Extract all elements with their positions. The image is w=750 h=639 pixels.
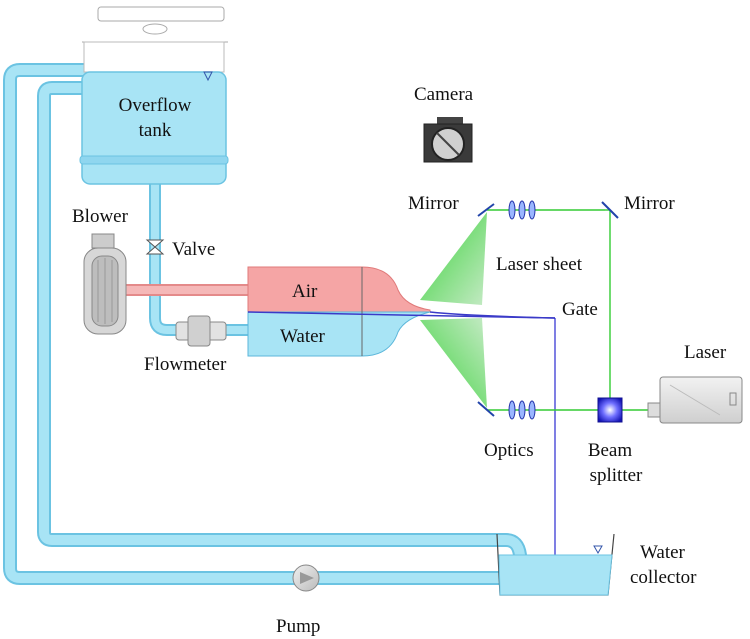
beam-splitter-icon (597, 397, 623, 423)
water-label: Water (280, 326, 326, 347)
mirror-right-label: Mirror (624, 193, 675, 214)
optics-bottom-icon (508, 400, 536, 420)
valve-label: Valve (172, 239, 215, 260)
water-pipes (3, 63, 527, 585)
flowmeter-label: Flowmeter (144, 354, 227, 375)
water-collector-label-line1: Water (640, 542, 686, 563)
mirror-top-right-icon (601, 201, 619, 219)
water-collector (496, 533, 615, 596)
blower-icon (83, 233, 127, 335)
laser-sheet-top (420, 212, 487, 305)
mirror-bottom-left-icon (477, 401, 495, 417)
valve-icon (145, 239, 165, 255)
pump-icon (292, 564, 320, 592)
beam-path (487, 209, 650, 411)
mirror-left-label: Mirror (408, 193, 459, 214)
optics-label: Optics (484, 440, 534, 461)
beam-splitter-label-line2: splitter (590, 465, 643, 486)
mirror-top-left-icon (477, 203, 495, 217)
laser-sheet-label: Laser sheet (496, 254, 583, 275)
laser-label: Laser (684, 342, 727, 363)
overflow-tank-label-line1: Overflow (119, 95, 192, 116)
overflow-tank (79, 6, 229, 185)
beam-splitter-label-line1: Beam (588, 440, 633, 461)
laser-icon (647, 376, 743, 424)
optics-top-icon (508, 200, 536, 220)
water-collector-label-line2: collector (630, 567, 697, 588)
pump-label: Pump (276, 616, 320, 637)
camera-icon (423, 117, 473, 163)
air-label: Air (292, 281, 318, 302)
gate-label: Gate (562, 299, 598, 320)
flow-channel (247, 266, 556, 357)
overflow-tank-label-line2: tank (139, 120, 172, 141)
laser-sheet-bottom (420, 318, 487, 408)
camera-label: Camera (414, 84, 474, 105)
blower-label: Blower (72, 206, 129, 227)
flowmeter-icon (175, 315, 227, 347)
